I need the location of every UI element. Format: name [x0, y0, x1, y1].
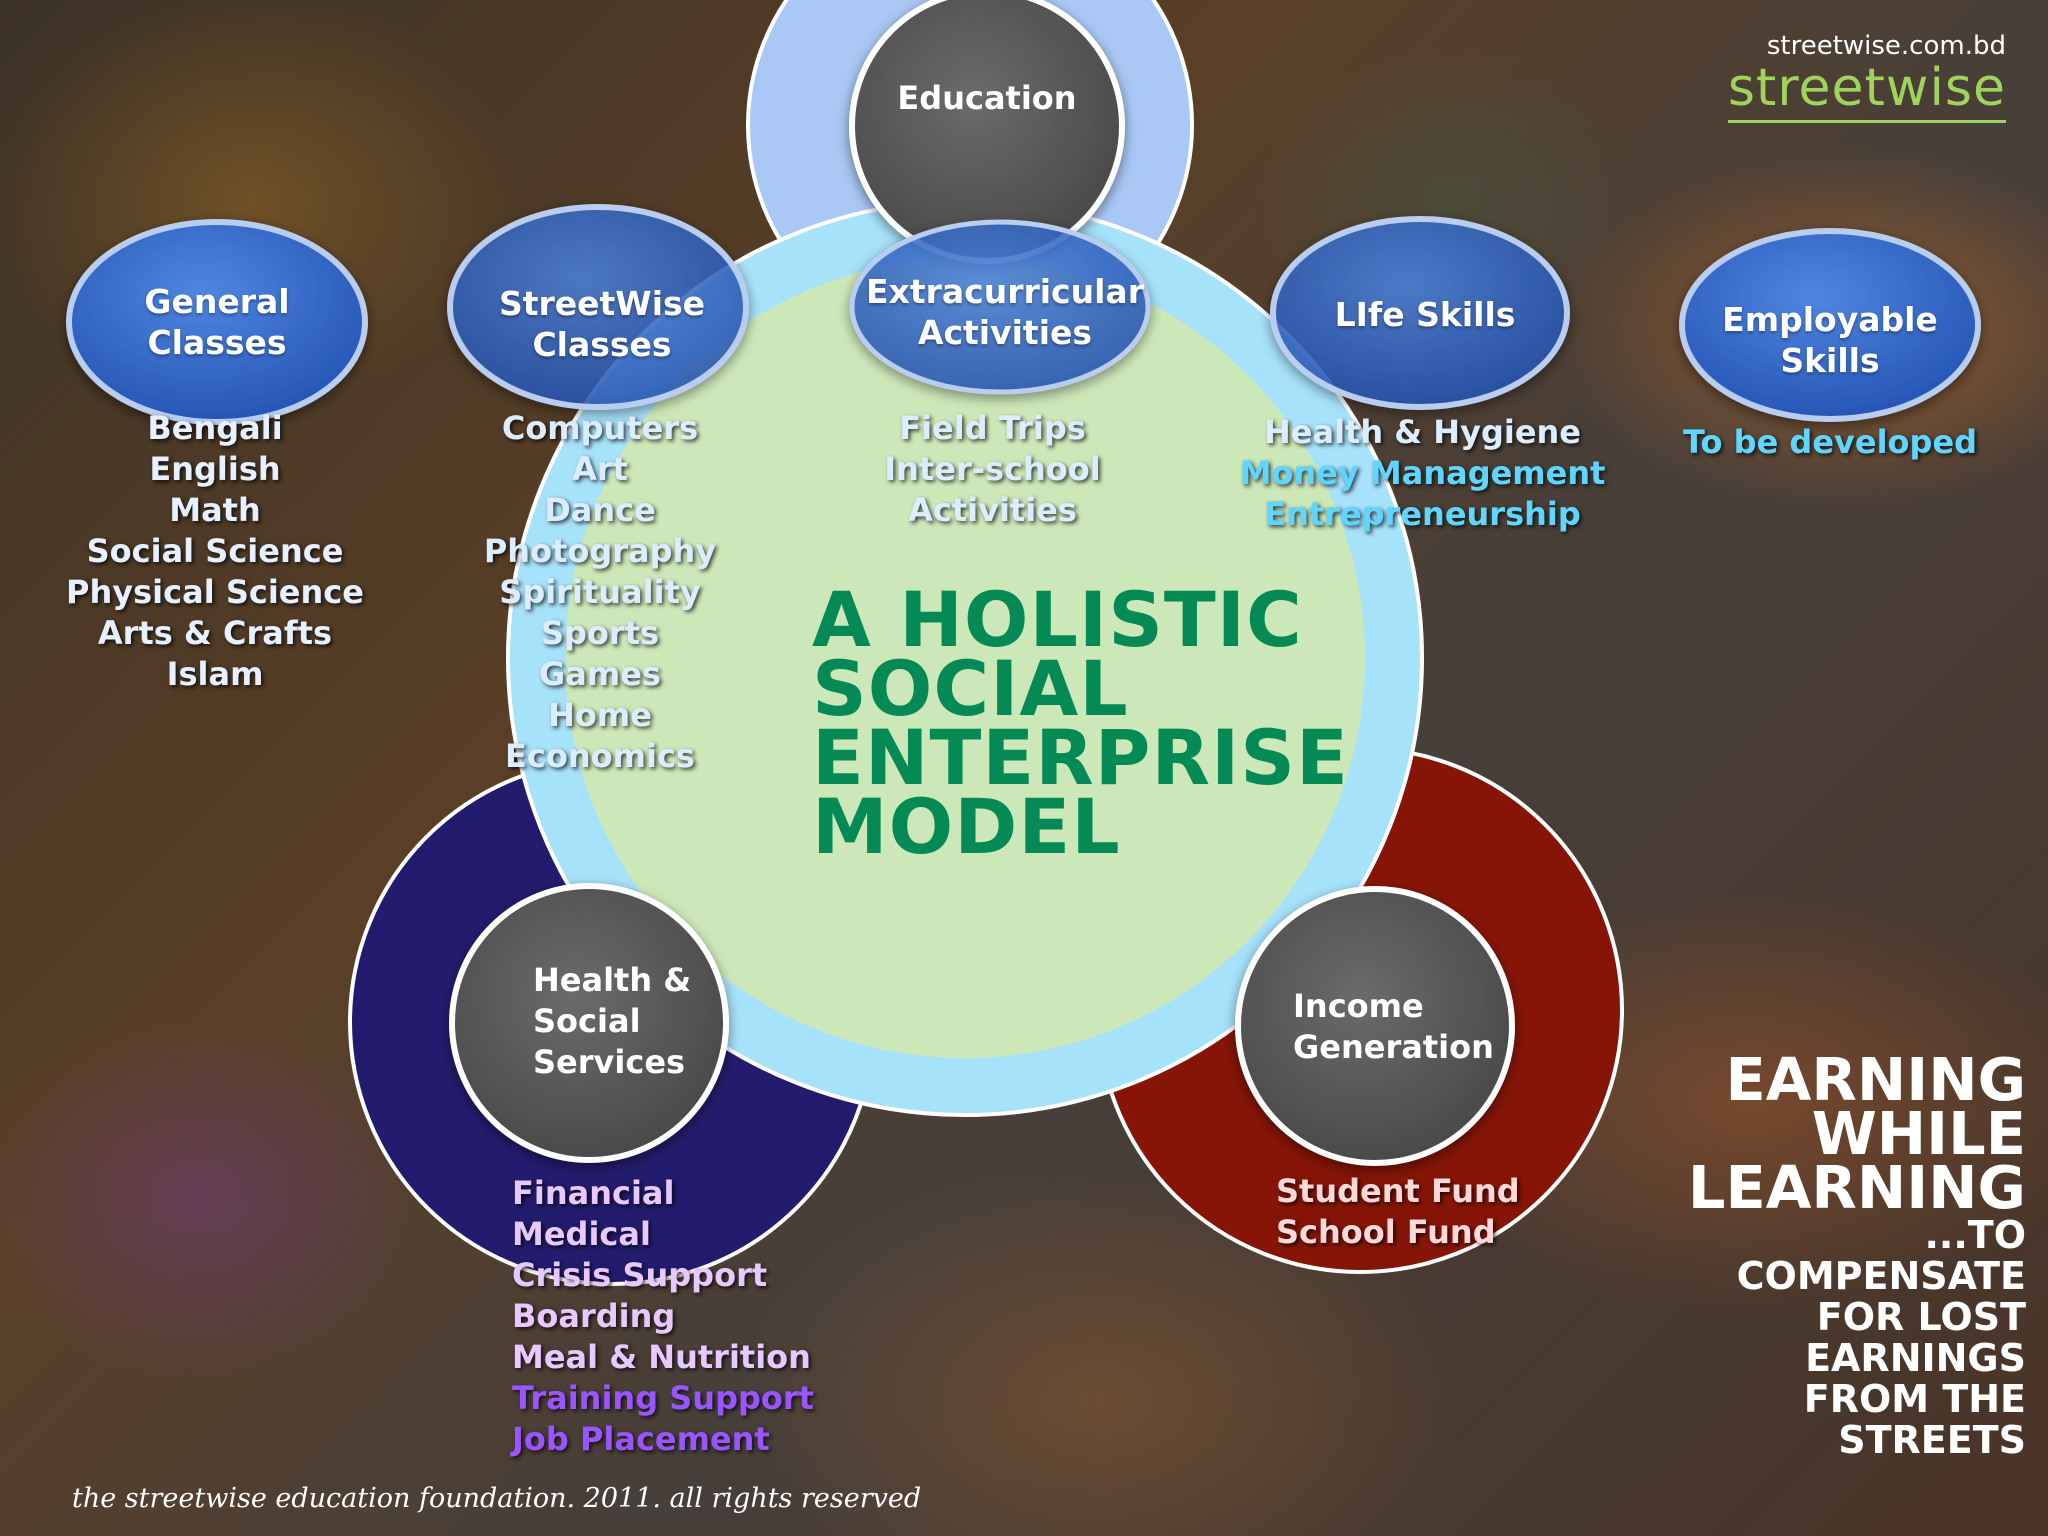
list-item: Inter-school	[884, 450, 1101, 488]
brand-underline	[1727, 120, 2006, 123]
central-core	[565, 258, 1365, 1058]
streetwise-classes-ellipse	[447, 204, 749, 410]
list-item: Training Support	[512, 1379, 814, 1417]
list-item: Sports	[540, 614, 660, 652]
employable-skills-ellipse	[1679, 228, 1981, 422]
list-item: School Fund	[1276, 1213, 1496, 1251]
list-item: Islam	[166, 655, 264, 693]
list-item: Field Trips	[899, 409, 1086, 447]
list-item: Computers	[501, 409, 699, 447]
employable-skills-list: To be developed	[1670, 422, 1990, 463]
list-item: English	[149, 450, 281, 488]
list-item: Crisis Support	[512, 1256, 768, 1294]
list-item: Boarding	[512, 1297, 676, 1335]
list-item: Photography	[483, 532, 717, 570]
life-skills-label: LIfe Skills	[1334, 294, 1516, 334]
list-item: Entrepreneurship	[1264, 495, 1581, 533]
list-item: Dance	[544, 491, 656, 529]
income-generation-label: Income Generation	[1293, 987, 1494, 1066]
income-generation-list: Student Fund School Fund	[1276, 1171, 1520, 1253]
list-item: Financial	[512, 1174, 675, 1212]
list-item: Spirituality	[499, 573, 701, 611]
life-skills-list: Health & Hygiene Money Management Entrep…	[1230, 412, 1615, 535]
list-item: Meal & Nutrition	[512, 1338, 811, 1376]
brand-logo: streetwise.com.bd streetwise	[1727, 30, 2006, 123]
list-item: Social Science	[86, 532, 344, 570]
list-item: Art	[572, 450, 628, 488]
life-skills-ellipse	[1270, 216, 1570, 410]
income-generation-circle	[1235, 886, 1515, 1166]
model-headline: A HOLISTIC SOCIAL ENTERPRISE MODEL	[812, 575, 1349, 871]
copyright-footer: the streetwise education foundation. 201…	[72, 1483, 922, 1514]
list-item: Bengali	[147, 409, 283, 447]
brand-url[interactable]: streetwise.com.bd	[1766, 31, 2006, 61]
extracurricular-ellipse	[849, 219, 1151, 395]
streetwise-classes-list: Computers Art Dance Photography Spiritua…	[440, 408, 760, 777]
brand-wordmark: streetwise	[1727, 58, 2006, 118]
general-classes-ellipse	[66, 219, 368, 425]
general-classes-list: Bengali English Math Social Science Phys…	[60, 408, 370, 695]
list-item: To be developed	[1682, 423, 1978, 461]
extracurricular-list: Field Trips Inter-school Activities	[850, 408, 1135, 531]
health-social-list: Financial Medical Crisis Support Boardin…	[512, 1173, 814, 1460]
list-item: Money Management	[1239, 454, 1606, 492]
list-item: Math	[169, 491, 261, 529]
health-social-label: Health & Social Services	[533, 961, 692, 1081]
list-item: Activities	[908, 491, 1077, 529]
list-item: Home	[548, 696, 652, 734]
list-item: Arts & Crafts	[97, 614, 333, 652]
health-social-circle	[449, 883, 729, 1163]
earning-while-learning: EARNING WHILE LEARNING ...TO COMPENSATE …	[1687, 1045, 2026, 1462]
education-label: Education	[897, 79, 1077, 117]
list-item: Games	[539, 655, 661, 693]
list-item: Health & Hygiene	[1263, 413, 1581, 451]
list-item: Job Placement	[512, 1420, 770, 1458]
list-item: Physical Science	[66, 573, 364, 611]
list-item: Economics	[505, 737, 695, 775]
list-item: Medical	[512, 1215, 651, 1253]
list-item: Student Fund	[1276, 1172, 1520, 1210]
